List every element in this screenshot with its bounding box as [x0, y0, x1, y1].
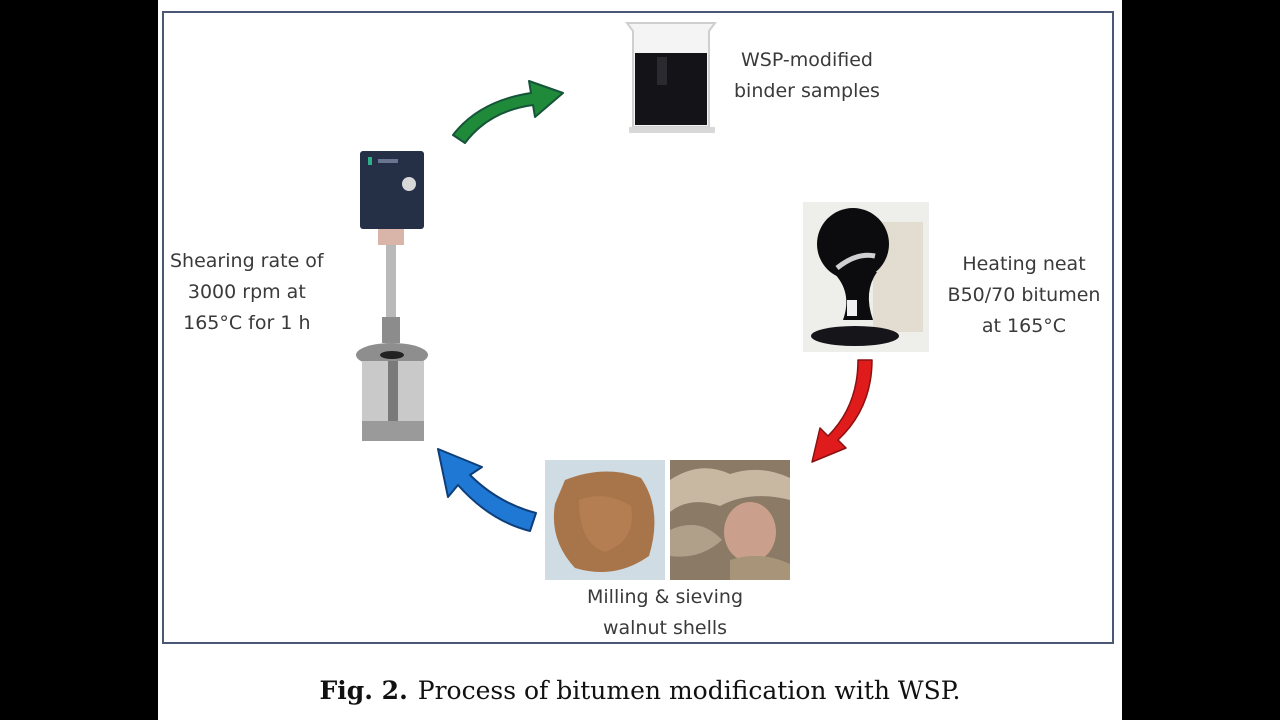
figure-caption: Fig. 2. Process of bitumen modification w… — [158, 676, 1122, 705]
label-line: at 165°C — [981, 315, 1067, 337]
label-line: WSP-modified — [741, 49, 873, 71]
step-label-heating-bitumen: Heating neat B50/70 bitumen at 165°C — [934, 249, 1114, 342]
heating-bitumen-image — [803, 202, 929, 352]
walnut-powder-image — [545, 460, 665, 580]
step-label-wsp-modified-binder: WSP-modified binder samples — [734, 45, 880, 107]
label-line: binder samples — [734, 80, 880, 102]
caption-label: Fig. 2. — [319, 676, 408, 705]
label-line: Shearing rate of — [170, 250, 324, 272]
label-line: Heating neat — [962, 253, 1086, 275]
green-arrow — [452, 80, 564, 144]
label-line: 3000 rpm at — [187, 281, 306, 303]
shear-mixer-image — [356, 151, 428, 441]
beaker-image — [625, 22, 717, 133]
walnut-shells-image — [670, 460, 790, 580]
label-line: 165°C for 1 h — [183, 312, 311, 334]
label-line: walnut shells — [602, 617, 728, 639]
red-arrow — [811, 359, 873, 463]
label-line: Milling & sieving — [587, 586, 743, 608]
step-label-shearing: Shearing rate of 3000 rpm at 165°C for 1… — [170, 246, 324, 339]
caption-text: Process of bitumen modification with WSP… — [417, 676, 961, 705]
step-label-milling-sieving: Milling & sieving walnut shells — [545, 582, 785, 644]
figure-frame: WSP-modified binder samples Shearing rat… — [162, 11, 1114, 644]
blue-arrow — [437, 448, 537, 532]
label-line: B50/70 bitumen — [947, 284, 1101, 306]
paper-page: WSP-modified binder samples Shearing rat… — [158, 0, 1122, 720]
